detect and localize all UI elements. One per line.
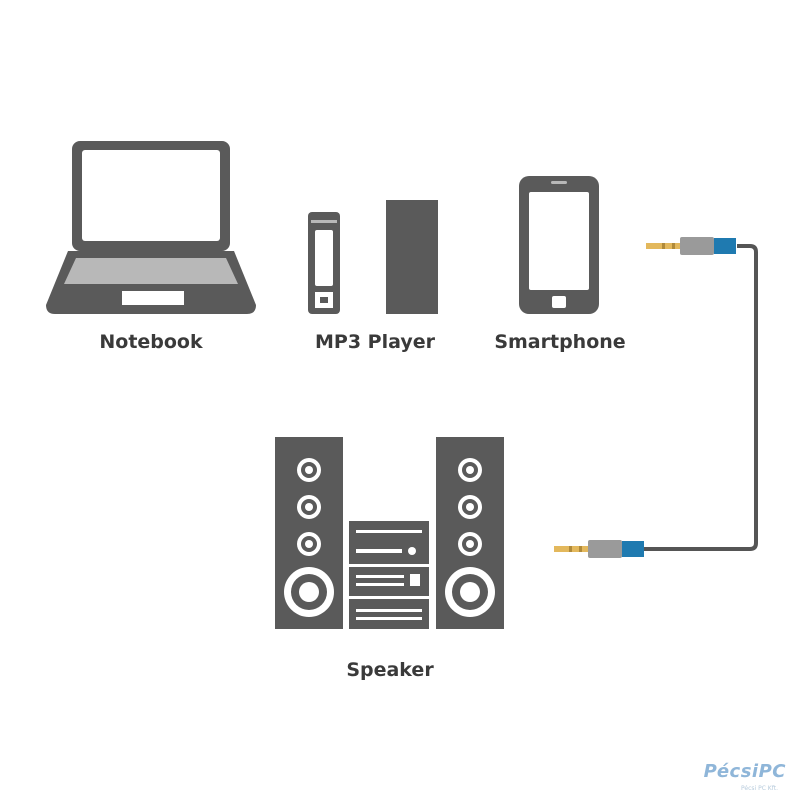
smartphone-label: Smartphone xyxy=(494,331,626,353)
smartphone-icon xyxy=(519,176,599,314)
audio-cable-icon xyxy=(554,237,758,558)
speaker-icon xyxy=(275,437,504,629)
watermark-logo: PécsiPC xyxy=(703,761,786,782)
watermark-tagline: Pécsi PC Kft. xyxy=(740,785,778,792)
mp3-player-label: MP3 Player xyxy=(315,331,435,353)
notebook-icon xyxy=(46,141,256,314)
notebook-label: Notebook xyxy=(99,331,203,353)
mp3-player-block-icon xyxy=(386,200,438,314)
mp3-player-icon xyxy=(308,212,340,314)
speaker-label: Speaker xyxy=(346,659,434,681)
